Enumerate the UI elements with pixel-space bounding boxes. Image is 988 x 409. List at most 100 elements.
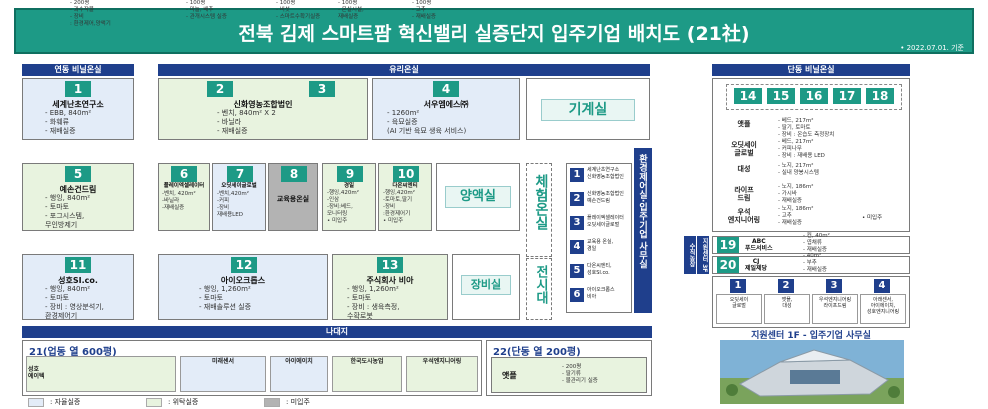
support-room-number: 1 bbox=[730, 279, 746, 293]
land-22-item: 앳플 - 200평- 딸기류- 물관리기 실증 bbox=[491, 357, 647, 393]
desc-line: - 장비 : 재배용 LED bbox=[778, 153, 825, 159]
tenant-name: CJ 제일제당 bbox=[745, 258, 768, 272]
section-right-header: 단동 비닐온실 bbox=[712, 64, 910, 76]
legend-label: : 자율실증 bbox=[50, 398, 81, 406]
center-label: 세계난초연구소 신화영농조합법인 bbox=[587, 167, 624, 180]
tenant-name: 앳플 bbox=[502, 371, 517, 380]
tenant-name: 미래센서 bbox=[211, 358, 235, 365]
right-tenant-desc: - 베드, 217m²- 딸기, 토마토- 장비 : 온습도 측정장치 bbox=[778, 118, 834, 139]
control-room-label: 환경제어실·입주기업 사무실 bbox=[637, 154, 647, 269]
tenant-number: 8 bbox=[281, 166, 307, 182]
right-tenant-name: 라이프 드림 bbox=[734, 186, 754, 202]
title-bar: 전북 김제 스마트팜 혁신밸리 실증단지 입주기업 배치도 (21社) • 20… bbox=[14, 8, 974, 54]
tenant-9: 9 경일 -행잉,420m²-인삼-장비:베드,모니터링• 미입주 bbox=[322, 163, 376, 231]
right-tenant-name: 우석 엔지니어링 bbox=[727, 208, 761, 224]
tenant-19: 19 ABC 푸드서비스 - 컨, 40m²- 엽채류- 재배실증 bbox=[712, 233, 910, 254]
legend-swatch bbox=[28, 398, 44, 407]
desc-line: - 100평 bbox=[186, 0, 206, 6]
equipment-room: 장비실 bbox=[452, 254, 520, 320]
land-21-item bbox=[26, 356, 176, 392]
desc-line: - 재배실증 bbox=[778, 198, 802, 204]
center-number: 1 bbox=[570, 168, 584, 182]
desc-line: - 100평 bbox=[412, 0, 432, 6]
tenant-11: 11 성호SI.co. - 행잉, 840m²- 토마토- 장비 : 영상분석기… bbox=[22, 254, 134, 320]
desc-line: - 100평 bbox=[276, 0, 296, 6]
desc-line: - 장비 bbox=[70, 14, 84, 20]
tenant-name: ABC 푸드서비스 bbox=[745, 238, 773, 252]
section-bottom-header: 나대지 bbox=[22, 326, 652, 338]
tenant-number: 4 bbox=[433, 81, 459, 97]
desc-line: - 재배실증 bbox=[412, 14, 436, 20]
tenant-number: 1 bbox=[65, 81, 91, 97]
desc-line: - 딸기, 토마토 bbox=[778, 125, 811, 131]
desc-line: - 커피나무 bbox=[778, 146, 802, 152]
right-tenant-name: 앳플 bbox=[737, 120, 751, 128]
land-22-title: 22(단동 열 200평) bbox=[493, 347, 581, 358]
land-21-item bbox=[406, 356, 478, 392]
center-number: 4 bbox=[570, 240, 584, 254]
tenant-number: 20 bbox=[717, 257, 739, 273]
desc-line: - 관개시스템 실증 bbox=[186, 14, 227, 20]
tenant-2-3: 2 3 신화영농조합법인 - 벤치, 840m² X 2- 바닐라- 재배실증 bbox=[158, 78, 368, 140]
desc-line: - 노지, 186m² bbox=[778, 184, 814, 190]
right-tenant-number: 17 bbox=[833, 88, 861, 104]
land-21-item bbox=[332, 356, 402, 392]
tenant-desc-4: - 1260m²- 육묘실증(AI 기반 육묘 생육 서비스) bbox=[387, 109, 467, 135]
tenant-number: 7 bbox=[227, 166, 253, 182]
section-glass-header: 유리온실 bbox=[158, 64, 650, 76]
land-21-item bbox=[270, 356, 328, 392]
right-tenant-number: 14 bbox=[734, 88, 762, 104]
tenant-desc-13: - 행잉, 1,260m²- 토마토- 장비 : 생육측정, 수확로봇 bbox=[347, 285, 400, 320]
tenant-name: 성호SI.co. bbox=[58, 276, 98, 285]
tenant-number: 10 bbox=[393, 166, 419, 182]
center-number: 6 bbox=[570, 288, 584, 302]
desc-line: - 마늘, 배추 bbox=[186, 7, 214, 13]
tenant-number: 12 bbox=[231, 257, 257, 273]
tenant-number: 13 bbox=[377, 257, 403, 273]
tenant-name: 아이오크롭스 bbox=[220, 276, 266, 285]
tenant-12: 12 아이오크롭스 - 행잉, 1,260m²- 토마토- 재배솔루션 실증 bbox=[158, 254, 328, 320]
tenant-desc: - 200평- 과수작물- 장비 : 환경제어,양액기 bbox=[70, 0, 111, 28]
right-tenant-number: 15 bbox=[767, 88, 795, 104]
tenant-name: 세계난초연구소 bbox=[52, 100, 104, 109]
desc-line: - 베드, 217m² bbox=[778, 139, 814, 145]
tenant-20: 20 CJ 제일제당 - 40m²- 부추- 재배실증 bbox=[712, 253, 910, 274]
tenant-desc-9: -행잉,420m²-인삼-장비:베드,모니터링• 미입주 bbox=[327, 190, 359, 224]
tenant-name: 서우엠에스㈜ bbox=[423, 100, 469, 109]
display-stand: 전시대 bbox=[526, 258, 552, 320]
tenant-desc-12: - 행잉, 1,260m²- 토마토- 재배솔루션 실증 bbox=[199, 285, 252, 311]
desc-line: - 고추 bbox=[778, 213, 792, 219]
not-moved-note: • 미입주 bbox=[862, 215, 883, 221]
vertical-farm-label: 수직농장 bbox=[684, 236, 696, 274]
land-21-title: 21(업동 열 600평) bbox=[29, 347, 117, 358]
tenant-13: 13 주식회사 비아 - 행잉, 1,260m²- 토마토- 장비 : 생육측정… bbox=[332, 254, 448, 320]
right-tenant-name: 대성 bbox=[737, 165, 751, 173]
experience-greenhouse: 체험온실 bbox=[526, 163, 552, 257]
tenant-10: 10 다온씨엔티 -행잉,420m²-토마토,딸기-장비:환경제어기• 미입주 bbox=[378, 163, 432, 231]
desc-line: - 가시바 bbox=[778, 191, 797, 197]
tenant-name: 교육용온실 bbox=[276, 195, 310, 203]
desc-line: - 과수작물 bbox=[70, 7, 94, 13]
tenant-1: 1 세계난초연구소 - EBB, 840m²- 화훼류- 재배실증 bbox=[22, 78, 134, 140]
support-3f-label: 지원센터 3F bbox=[697, 236, 709, 274]
legend-swatch bbox=[146, 398, 162, 407]
tenant-name: 경일 bbox=[343, 183, 355, 189]
tenant-5: 5 예손건드림 - 행잉, 840m²- 토마토- 포그시스템, 무인방제기 bbox=[22, 163, 134, 231]
desc-line: - 장비 : 온습도 측정장치 bbox=[778, 132, 835, 138]
right-tenant-desc: - 베드, 217m²- 커피나무- 장비 : 재배용 LED bbox=[778, 139, 825, 160]
desc-line: - 고추 bbox=[412, 7, 426, 13]
machine-room: 기계실 bbox=[526, 78, 650, 140]
tenant-8: 8 교육용온실 bbox=[268, 163, 318, 231]
right-tenant-desc: - 노지, 217m²- 실내 양봉시스템 bbox=[778, 163, 819, 177]
support-room: 앳플, 대성 bbox=[764, 294, 810, 324]
center-label: 다온씨엔티, 성호SI.co. bbox=[587, 263, 612, 276]
tenant-6: 6 플레이엑셀레이터 -벤치, 420m²-바닐라-재배실증 bbox=[158, 163, 210, 231]
tenant-name: 아이에이치 bbox=[285, 358, 313, 365]
tenant-name: 예손건드림 bbox=[59, 185, 97, 194]
right-tenant-desc: - 노지, 186m²- 고추- 재배실증 bbox=[778, 206, 813, 227]
page-title: 전북 김제 스마트팜 혁신밸리 실증단지 입주기업 배치도 (21社) bbox=[238, 23, 750, 45]
tenant-desc-3: - 벤치, 840m² X 2- 바닐라- 재배실증 bbox=[217, 109, 276, 135]
desc-line: - 노지, 186m² bbox=[778, 206, 814, 212]
tenant-desc-10: -행잉,420m²-토마토,딸기-장비:환경제어기• 미입주 bbox=[383, 190, 415, 224]
